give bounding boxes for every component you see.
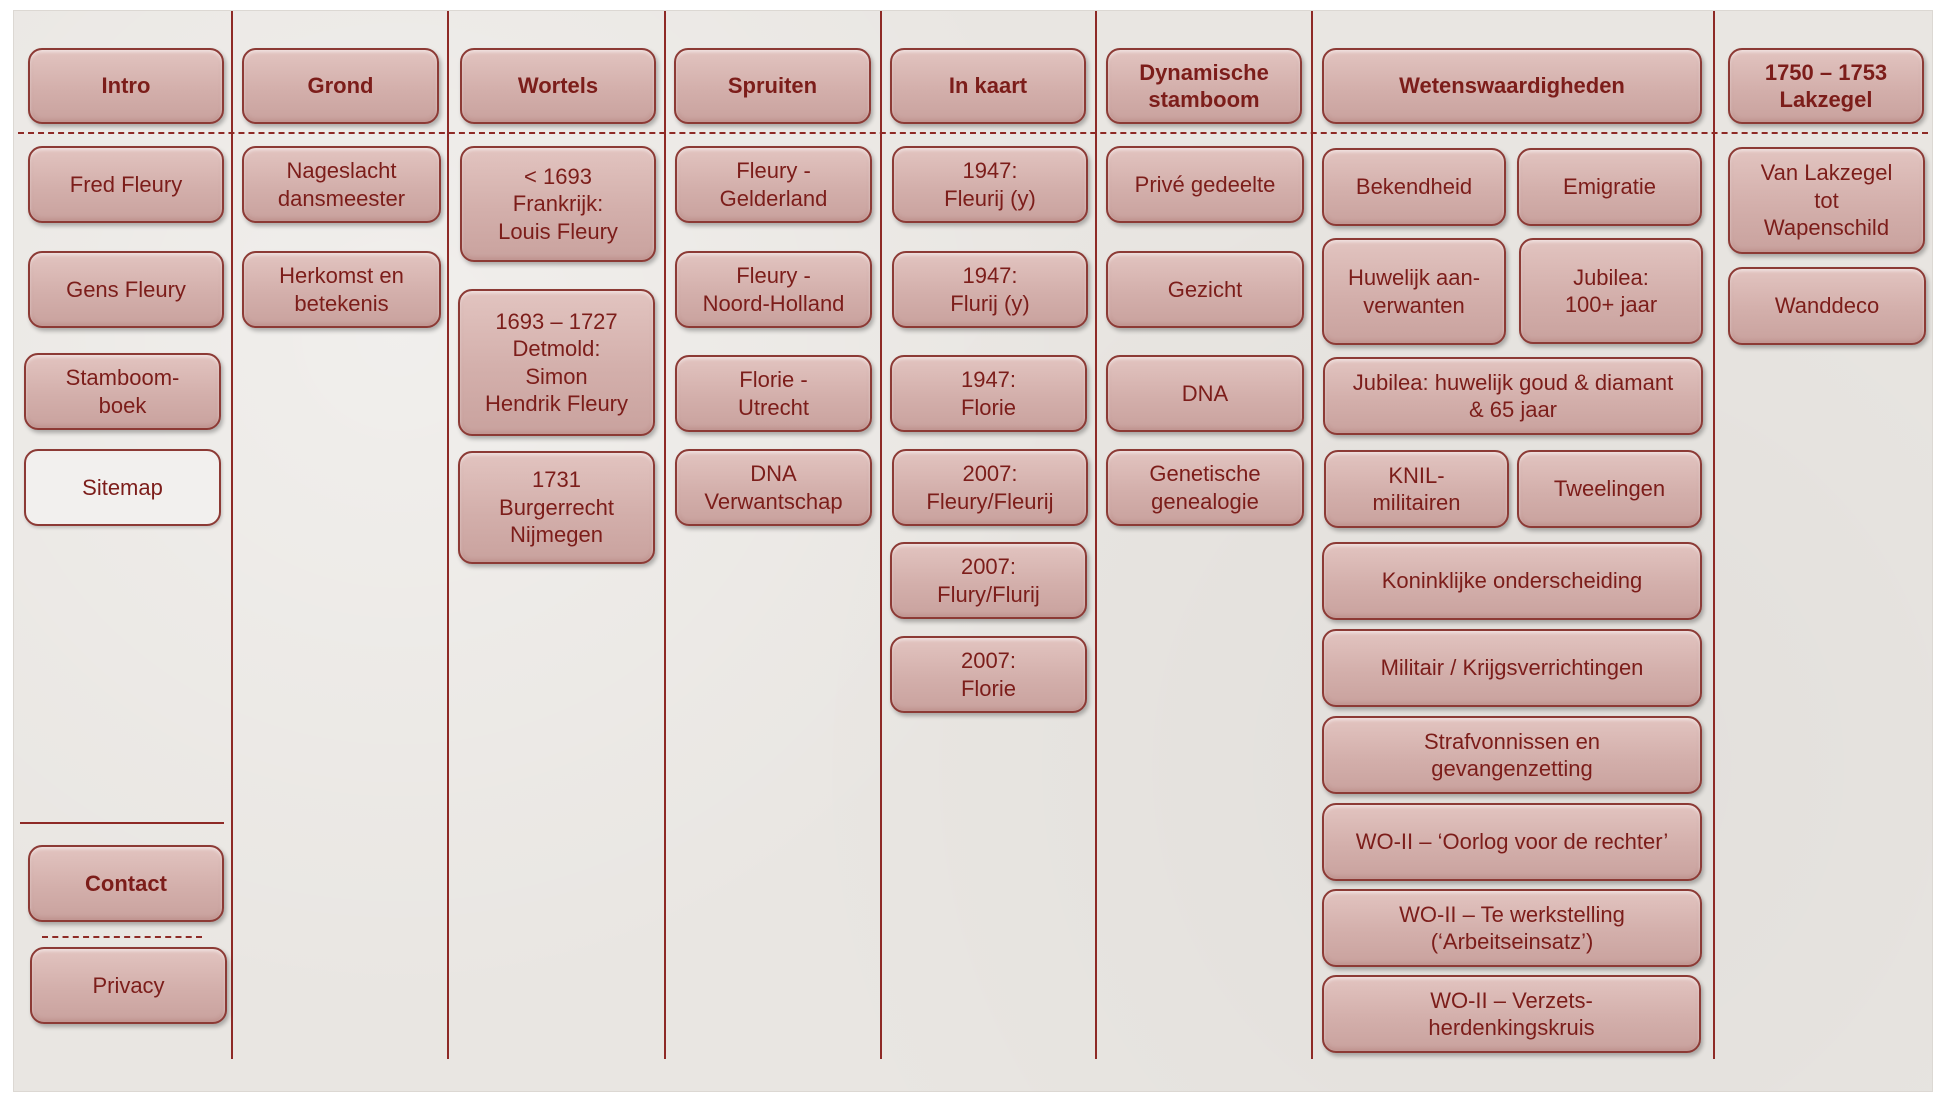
header-wortels-button[interactable]: Wortels (460, 48, 656, 124)
fleury-noord-holland-button[interactable]: Fleury - Noord-Holland (675, 251, 872, 328)
header-spruiten-button[interactable]: Spruiten (674, 48, 871, 124)
florie-utrecht-button[interactable]: Florie - Utrecht (675, 355, 872, 432)
wo2-oorlog-voor-de-rechter-button[interactable]: WO-II – ‘Oorlog voor de rechter’ (1322, 803, 1702, 881)
fred-fleury-button[interactable]: Fred Fleury (28, 146, 224, 223)
header-in-kaart-button[interactable]: In kaart (890, 48, 1086, 124)
nageslacht-dansmeester-button[interactable]: Nageslacht dansmeester (242, 146, 441, 223)
kaart-2007-florie-button[interactable]: 2007: Florie (890, 636, 1087, 713)
sitemap-button[interactable]: Sitemap (24, 449, 221, 526)
van-lakzegel-tot-wapenschild-button[interactable]: Van Lakzegel tot Wapenschild (1728, 147, 1925, 254)
militair-krijgsverrichtingen-button[interactable]: Militair / Krijgsverrichtingen (1322, 629, 1702, 707)
header-dynamische-stamboom-button[interactable]: Dynamische stamboom (1106, 48, 1302, 124)
dna-button[interactable]: DNA (1106, 355, 1304, 432)
detmold-simon-hendrik-fleury-button[interactable]: 1693 – 1727 Detmold: Simon Hendrik Fleur… (458, 289, 655, 436)
knil-militairen-button[interactable]: KNIL- militairen (1324, 450, 1509, 528)
strafvonnissen-button[interactable]: Strafvonnissen en gevangenzetting (1322, 716, 1702, 794)
header-grond-button[interactable]: Grond (242, 48, 439, 124)
sitemap-slide: Intro Grond Wortels Spruiten In kaart Dy… (14, 11, 1932, 1091)
prive-gedeelte-button[interactable]: Privé gedeelte (1106, 146, 1304, 223)
burgerrecht-nijmegen-button[interactable]: 1731 Burgerrecht Nijmegen (458, 451, 655, 564)
kaart-2007-fleury-button[interactable]: 2007: Fleury/Fleurij (892, 449, 1088, 526)
contact-divider (20, 822, 224, 824)
column-divider (447, 11, 449, 1059)
huwelijk-aanverwanten-button[interactable]: Huwelijk aan- verwanten (1322, 238, 1506, 345)
header-intro-button[interactable]: Intro (28, 48, 224, 124)
column-divider (664, 11, 666, 1059)
wo2-te-werkstelling-button[interactable]: WO-II – Te werkstelling (‘Arbeitseinsatz… (1322, 889, 1702, 967)
header-lakzegel-button[interactable]: 1750 – 1753 Lakzegel (1728, 48, 1924, 124)
herkomst-betekenis-button[interactable]: Herkomst en betekenis (242, 251, 441, 328)
column-divider (1311, 11, 1313, 1059)
frankrijk-louis-fleury-button[interactable]: < 1693 Frankrijk: Louis Fleury (460, 146, 656, 262)
header-wetenswaardigheden-button[interactable]: Wetenswaardigheden (1322, 48, 1702, 124)
wo2-verzetsherdenkingskruis-button[interactable]: WO-II – Verzets- herdenkingskruis (1322, 975, 1701, 1053)
gens-fleury-button[interactable]: Gens Fleury (28, 251, 224, 328)
fleury-gelderland-button[interactable]: Fleury - Gelderland (675, 146, 872, 223)
gezicht-button[interactable]: Gezicht (1106, 251, 1304, 328)
header-divider (18, 132, 1928, 134)
kaart-1947-flurij-button[interactable]: 1947: Flurij (y) (892, 251, 1088, 328)
kaart-1947-florie-button[interactable]: 1947: Florie (890, 355, 1087, 432)
stamboomboek-button[interactable]: Stamboom- boek (24, 353, 221, 430)
column-divider (1095, 11, 1097, 1059)
emigratie-button[interactable]: Emigratie (1517, 148, 1702, 226)
column-divider (880, 11, 882, 1059)
wanddeco-button[interactable]: Wanddeco (1728, 267, 1926, 345)
kaart-2007-flury-button[interactable]: 2007: Flury/Flurij (890, 542, 1087, 619)
privacy-divider (42, 936, 202, 938)
column-divider (1713, 11, 1715, 1059)
jubilea-100-jaar-button[interactable]: Jubilea: 100+ jaar (1519, 238, 1703, 344)
genetische-genealogie-button[interactable]: Genetische genealogie (1106, 449, 1304, 526)
bekendheid-button[interactable]: Bekendheid (1322, 148, 1506, 226)
column-divider (231, 11, 233, 1059)
koninklijke-onderscheiding-button[interactable]: Koninklijke onderscheiding (1322, 542, 1702, 620)
kaart-1947-fleurij-button[interactable]: 1947: Fleurij (y) (892, 146, 1088, 223)
tweelingen-button[interactable]: Tweelingen (1517, 450, 1702, 528)
dna-verwantschap-button[interactable]: DNA Verwantschap (675, 449, 872, 526)
contact-button[interactable]: Contact (28, 845, 224, 922)
jubilea-huwelijk-button[interactable]: Jubilea: huwelijk goud & diamant & 65 ja… (1323, 357, 1703, 435)
privacy-button[interactable]: Privacy (30, 947, 227, 1024)
